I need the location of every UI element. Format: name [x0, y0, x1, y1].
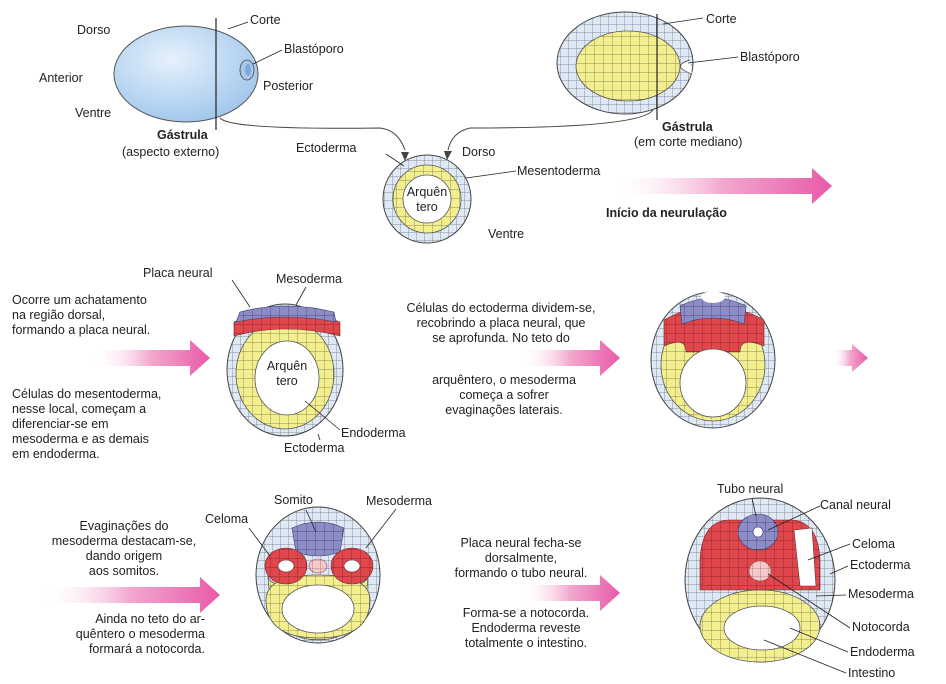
label-mesoderma-3: Mesoderma [848, 587, 914, 602]
label-dorso-2: Dorso [462, 145, 495, 160]
label-notocorda: Notocorda [852, 620, 910, 635]
label-mesoderma: Mesoderma [276, 272, 342, 287]
label-mesentoderma: Mesentoderma [517, 164, 600, 179]
label-anterior: Anterior [39, 71, 83, 86]
label-placa-neural: Placa neural [143, 266, 213, 281]
embryo-somites [249, 507, 396, 643]
text-evaginacoes: arquêntero, o mesoderma começa a sofrer … [404, 373, 604, 418]
label-endoderma-2: Endoderma [850, 645, 915, 660]
text-somitos: Evaginações do mesoderma destacam-se, da… [10, 519, 238, 579]
gastrula-section [557, 12, 738, 120]
flow-arrow-5 [40, 577, 220, 613]
flow-arrow-1 [610, 168, 832, 204]
label-corte-2: Corte [706, 12, 737, 27]
flow-arrow-2 [92, 340, 210, 376]
label-arquentero-4: tero [262, 374, 312, 389]
text-ectoderma-dividem: Células do ectoderma dividem-se, recobri… [370, 301, 632, 346]
text-mesentoderma: Células do mesentoderma, nesse local, co… [12, 387, 161, 462]
embryo-neural-groove [651, 291, 775, 428]
label-ectoderma-3: Ectoderma [850, 558, 910, 573]
label-ectoderma: Ectoderma [296, 141, 356, 156]
text-achatamento: Ocorre um achatamento na região dorsal, … [12, 293, 150, 338]
label-blastoporo-2: Blastóporo [740, 50, 800, 65]
label-ventre: Ventre [75, 106, 111, 121]
label-arquentero-3: Arquên [262, 359, 312, 374]
label-tubo-neural: Tubo neural [717, 482, 783, 497]
text-forma-notocorda: Forma-se a notocorda. Endoderma reveste … [432, 606, 620, 651]
label-posterior: Posterior [263, 79, 313, 94]
label-arquentero-2: tero [402, 200, 452, 215]
label-arquentero-1: Arquên [402, 185, 452, 200]
label-ventre-2: Ventre [488, 227, 524, 242]
gastrula-section-title: Gástrula [662, 120, 713, 135]
flow-arrow-4 [832, 344, 868, 372]
gastrula-external-subtitle: (aspecto externo) [122, 145, 219, 160]
label-intestino: Intestino [848, 666, 895, 681]
text-notocorda: Ainda no teto do ar- quêntero o mesoderm… [10, 612, 205, 657]
label-celoma-2: Celoma [852, 537, 895, 552]
label-celoma: Celoma [205, 512, 248, 527]
gastrula-external [114, 18, 282, 130]
label-mesoderma-2: Mesoderma [366, 494, 432, 509]
label-inicio-neurulacao: Início da neurulação [606, 206, 727, 221]
label-corte: Corte [250, 13, 281, 28]
text-tubo-neural: Placa neural fecha-se dorsalmente, forma… [412, 536, 630, 581]
label-ectoderma-2: Ectoderma [284, 441, 344, 456]
embryo-neural-tube [685, 498, 850, 673]
label-canal-neural: Canal neural [820, 498, 891, 513]
label-somito: Somito [274, 493, 313, 508]
label-blastoporo: Blastóporo [284, 42, 344, 57]
gastrula-section-subtitle: (em corte mediano) [634, 135, 742, 150]
label-dorso: Dorso [77, 23, 110, 38]
label-endoderma: Endoderma [341, 426, 406, 441]
gastrula-external-title: Gástrula [157, 128, 208, 143]
